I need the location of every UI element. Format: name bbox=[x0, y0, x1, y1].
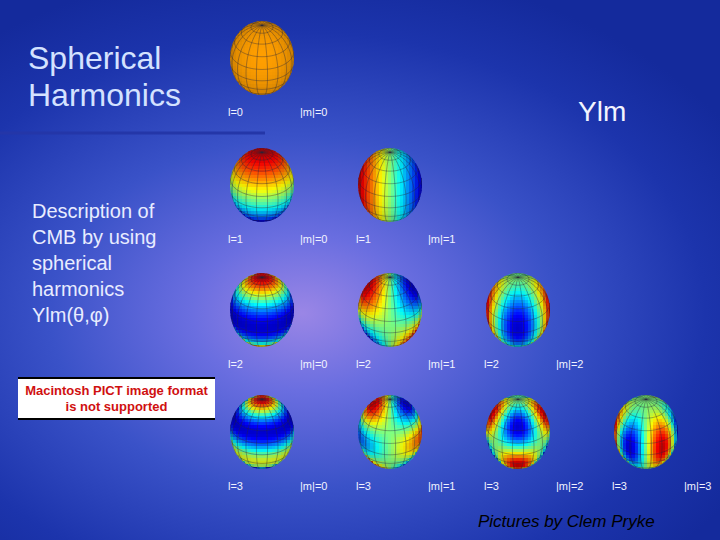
sphere-group bbox=[230, 21, 681, 471]
sphere-grid bbox=[256, 277, 262, 347]
sphere-grid bbox=[231, 67, 293, 81]
sphere-grid bbox=[237, 152, 262, 217]
sphere-grid bbox=[262, 25, 287, 35]
sphere-grid bbox=[262, 277, 287, 287]
sphere-grid bbox=[230, 277, 262, 310]
sphere-grid bbox=[232, 25, 262, 79]
title-rule bbox=[0, 132, 265, 135]
sphere-cell bbox=[293, 315, 297, 319]
sphere-grid bbox=[262, 152, 268, 222]
sphere-grid bbox=[365, 152, 390, 162]
sphere-grid bbox=[232, 152, 262, 206]
sphere-grid bbox=[237, 25, 262, 90]
sphere-grid bbox=[358, 152, 390, 185]
sphere-grid bbox=[254, 22, 262, 25]
sphere-cell bbox=[293, 63, 297, 67]
sphere-grid bbox=[237, 277, 262, 287]
sphere-grid bbox=[379, 148, 401, 160]
sphere-grid bbox=[384, 152, 390, 222]
sphere-grid bbox=[388, 148, 390, 152]
sphere-cell bbox=[293, 190, 297, 194]
sphere-grid bbox=[230, 25, 262, 58]
sphere-grid bbox=[374, 152, 390, 220]
sphere-grid bbox=[260, 148, 262, 152]
sphere-grid bbox=[231, 319, 293, 333]
sphere-grid bbox=[232, 277, 262, 331]
sphere-grid bbox=[251, 148, 273, 160]
sphere-grid bbox=[237, 25, 262, 35]
sphere-grid bbox=[390, 152, 415, 162]
sphere-cell bbox=[421, 190, 425, 194]
sphere-grid bbox=[390, 152, 415, 217]
sphere-grid bbox=[359, 194, 421, 208]
sphere-grid bbox=[246, 152, 262, 220]
sphere-grid bbox=[262, 25, 287, 90]
sphere-grid bbox=[237, 152, 262, 162]
sphere-grid bbox=[256, 25, 262, 95]
harmonic-sphere bbox=[230, 273, 297, 349]
sphere-grid bbox=[365, 152, 390, 217]
sphere-grid bbox=[260, 21, 262, 25]
sphere-grid bbox=[262, 277, 268, 347]
sphere-grid bbox=[262, 277, 287, 342]
sphere-grid bbox=[260, 273, 262, 277]
sphere-grid bbox=[251, 21, 273, 33]
sphere-grid bbox=[237, 277, 262, 342]
harmonic-sphere bbox=[230, 148, 297, 224]
sphere-grid bbox=[246, 25, 262, 93]
sphere-grid bbox=[262, 152, 287, 162]
sphere-grid bbox=[254, 149, 262, 152]
sphere-grid bbox=[262, 152, 287, 217]
sphere-grid bbox=[230, 152, 262, 185]
sphere-grid bbox=[251, 273, 273, 285]
sphere-grid bbox=[390, 152, 396, 222]
sphere-grid bbox=[254, 274, 262, 277]
sphere-grid bbox=[231, 194, 293, 208]
sphere-grid bbox=[382, 149, 390, 152]
sphere-grid bbox=[246, 277, 262, 345]
sphere-grid bbox=[360, 152, 390, 206]
sphere-grid bbox=[262, 25, 268, 95]
sphere-grid bbox=[256, 152, 262, 222]
harmonic-sphere bbox=[358, 273, 425, 349]
harmonic-sphere bbox=[358, 148, 425, 224]
harmonic-sphere bbox=[230, 21, 297, 97]
